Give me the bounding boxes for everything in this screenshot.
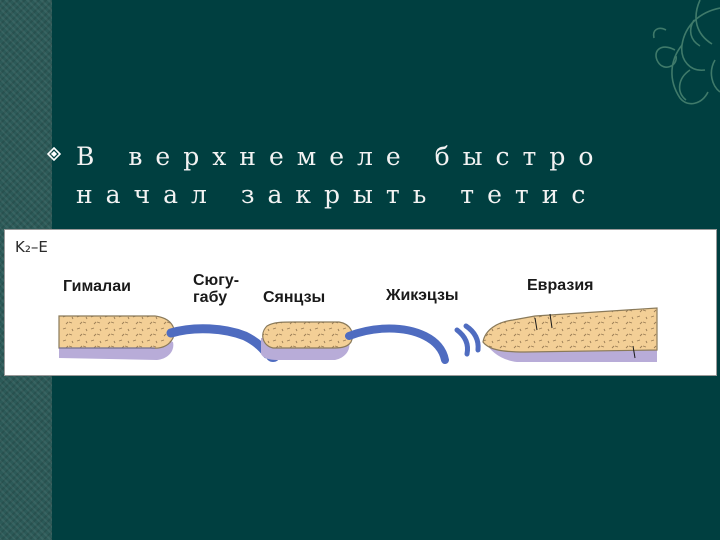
floral-ornament-icon [652,0,720,105]
label-eurasia: Евразия [527,277,594,294]
label-sugu-line-2: габу [193,289,228,306]
sugu-oceanic-plate [166,324,272,359]
label-sugu-line-1: Сюгу- [193,272,240,289]
label-sugu-gabu: Сюгу- габу [193,272,239,306]
yanzhou-crust [262,321,354,349]
zhikezi-fragment-2 [463,323,481,353]
zhikezi-oceanic-plate [345,324,449,364]
zhikezi-fragment-1 [454,327,470,357]
label-yanzhou: Сянцзы [263,289,326,306]
tectonic-diagram: K₂–E Гималаи Сюгу- габу Сянцзы Жикэцзы Е… [4,229,717,376]
diamond-bullet-icon [47,147,61,161]
period-label: K₂–E [15,238,48,256]
slide-body-text: В верхнемеле быстро начал закрыть тетис [76,138,676,214]
himalaya-crust [58,315,175,349]
label-himalaya: Гималаи [63,278,131,295]
slide-text-line-2: начал закрыть тетис [76,180,599,209]
eurasia-crust [482,307,658,353]
slide-text-line-1: В верхнемеле быстро [76,142,607,171]
tectonic-diagram-drawing [58,307,658,364]
label-zhikezi: Жикэцзы [386,287,459,304]
